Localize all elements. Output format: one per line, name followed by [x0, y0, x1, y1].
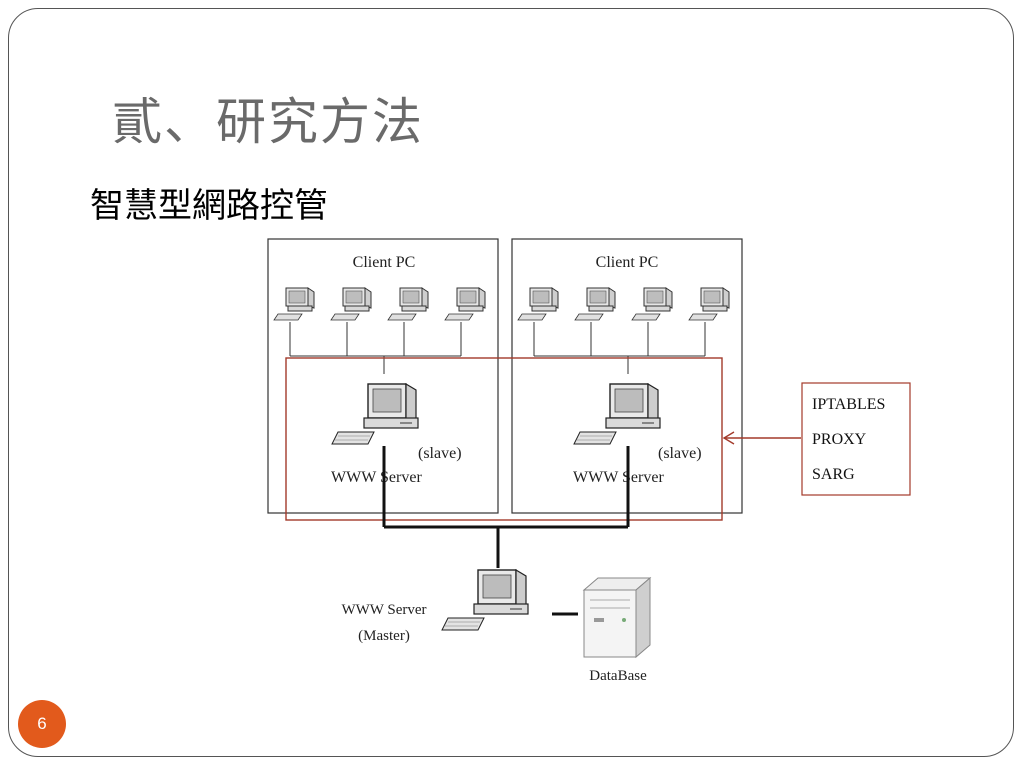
client-pc-icon: [574, 287, 616, 321]
left-slave-server-icon: [331, 383, 419, 445]
callout-arrow: [722, 431, 801, 445]
callout-box: [801, 382, 911, 496]
callout-line-proxy: PROXY: [812, 431, 867, 448]
right-slave-server-icon: [573, 383, 661, 445]
master-server-icon: [441, 569, 529, 631]
callout-line-iptables: IPTABLES: [812, 396, 885, 413]
master-link-lines: [382, 446, 630, 568]
page-number-badge: 6: [18, 700, 66, 748]
callout-line-sarg: SARG: [812, 466, 855, 483]
left-server-label: WWW Server: [331, 469, 422, 486]
left-slave-tag: (slave): [418, 445, 462, 462]
client-pc-icon: [631, 287, 673, 321]
right-client-pcs: [517, 287, 730, 321]
database-label: DataBase: [589, 668, 647, 684]
slide-title: 貳、研究方法: [112, 93, 424, 151]
client-pc-icon: [444, 287, 486, 321]
master-label-line2: (Master): [358, 628, 410, 644]
client-pc-icon: [517, 287, 559, 321]
left-client-pcs: [273, 287, 486, 321]
right-slave-tag: (slave): [658, 445, 702, 462]
left-group-label: Client PC: [353, 254, 416, 271]
client-pc-icon: [330, 287, 372, 321]
client-pc-icon: [273, 287, 315, 321]
database-icon: [582, 576, 652, 659]
right-server-label: WWW Server: [573, 469, 664, 486]
client-pc-icon: [688, 287, 730, 321]
master-label-line1: WWW Server: [341, 602, 426, 618]
slide-frame: [8, 8, 1014, 757]
client-pc-icon: [387, 287, 429, 321]
right-bus-lines: [533, 322, 706, 374]
left-bus-lines: [289, 322, 462, 374]
slide-subtitle: 智慧型網路控管: [90, 186, 328, 226]
right-group-label: Client PC: [596, 254, 659, 271]
slave-servers-highlight-box: [285, 357, 723, 521]
